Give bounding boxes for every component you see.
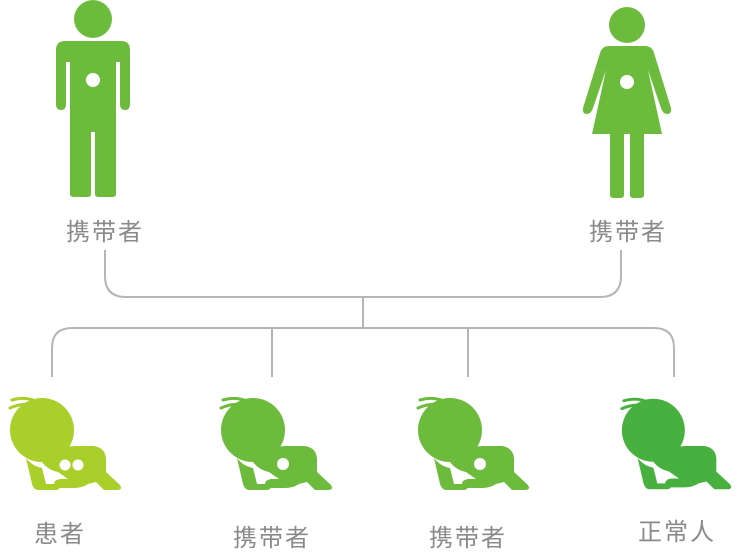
child-label-carrier-2: 携带者 [429, 524, 507, 552]
child-label-normal: 正常人 [638, 518, 716, 546]
mother-label: 携带者 [589, 218, 667, 246]
crawling-baby-icon [219, 396, 332, 490]
children-connector [51, 327, 675, 377]
parents-connector [104, 250, 622, 298]
father-label: 携带者 [66, 218, 144, 246]
child-label-carrier-1: 携带者 [233, 524, 311, 552]
crawling-baby-icon [8, 396, 121, 490]
child-label-affected: 患者 [34, 520, 86, 548]
male-figure-icon [56, 0, 130, 197]
crawling-baby-icon [620, 397, 732, 490]
crawling-baby-icon [416, 396, 529, 490]
female-figure-icon [582, 7, 672, 198]
